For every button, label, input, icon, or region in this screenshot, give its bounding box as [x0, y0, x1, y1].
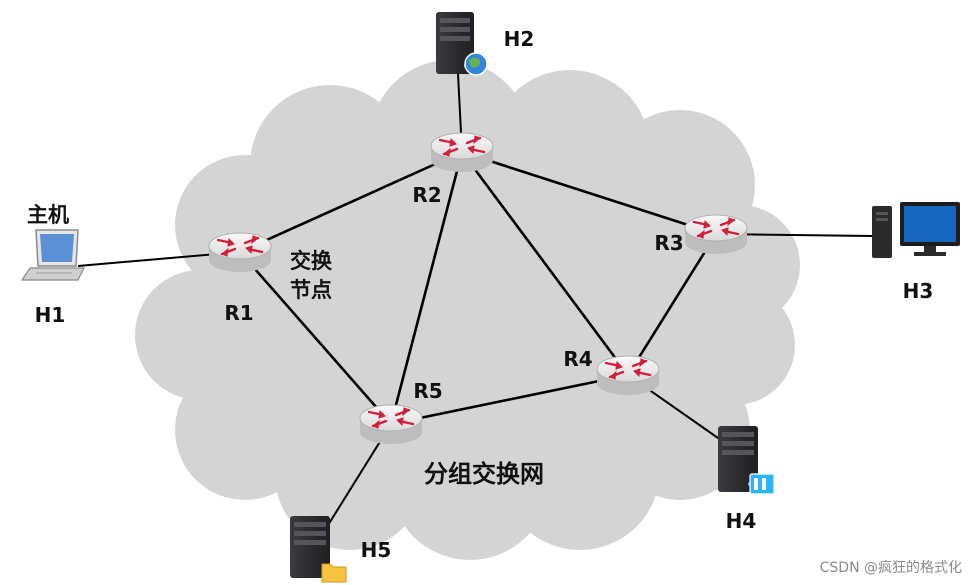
host-h2-server: [436, 12, 488, 76]
labels-layer: H1 H2 H3 H4 H5 R1 R2 R3 R4 R5 主机 交换 节点 分…: [27, 27, 962, 576]
router-r2: [430, 132, 494, 172]
routers-layer: [208, 132, 748, 444]
link-r2-r5: [389, 151, 464, 425]
server-media-icon: [718, 426, 775, 495]
host-h5-server: [290, 516, 347, 583]
router-r1: [208, 232, 272, 272]
router-label-r5: R5: [413, 379, 442, 403]
router-r3: [684, 214, 748, 254]
router-label-r1: R1: [224, 301, 253, 325]
router-icon: [684, 214, 748, 254]
router-r5: [359, 404, 423, 444]
router-label-r3: R3: [654, 231, 683, 255]
link-r3-r4: [626, 233, 718, 376]
link-r4-r5: [390, 373, 629, 426]
host-h4-server: [718, 426, 775, 495]
host-label-h3: H3: [903, 279, 934, 303]
host-annotation-label: 主机: [27, 203, 69, 227]
link-r2-r3: [461, 150, 717, 236]
laptop-icon: [20, 229, 85, 281]
host-label-h5: H5: [361, 538, 392, 562]
router-icon: [208, 232, 272, 272]
switch-node-label-line2: 节点: [290, 278, 332, 302]
router-label-r4: R4: [563, 347, 592, 371]
host-h3-desktop: [872, 202, 960, 258]
router-r4: [596, 355, 660, 395]
link-r2-r4: [460, 151, 630, 376]
host-label-h4: H4: [726, 509, 757, 533]
router-icon: [596, 355, 660, 395]
link-r1-r2: [239, 150, 463, 254]
host-label-h2: H2: [504, 27, 535, 51]
link-r1-r5: [239, 251, 392, 425]
desktop-computer-icon: [872, 202, 960, 258]
router-icon: [430, 132, 494, 172]
router-icon: [359, 404, 423, 444]
host-label-h1: H1: [35, 303, 66, 327]
router-label-r2: R2: [412, 183, 441, 207]
server-globe-icon: [436, 12, 488, 76]
host-h1-laptop: [20, 229, 85, 281]
packet-switching-network-label: 分组交换网: [424, 460, 544, 488]
server-folder-icon: [290, 516, 347, 583]
switch-node-label-line1: 交换: [290, 249, 333, 273]
watermark: CSDN @疯狂的格式化: [820, 560, 962, 576]
